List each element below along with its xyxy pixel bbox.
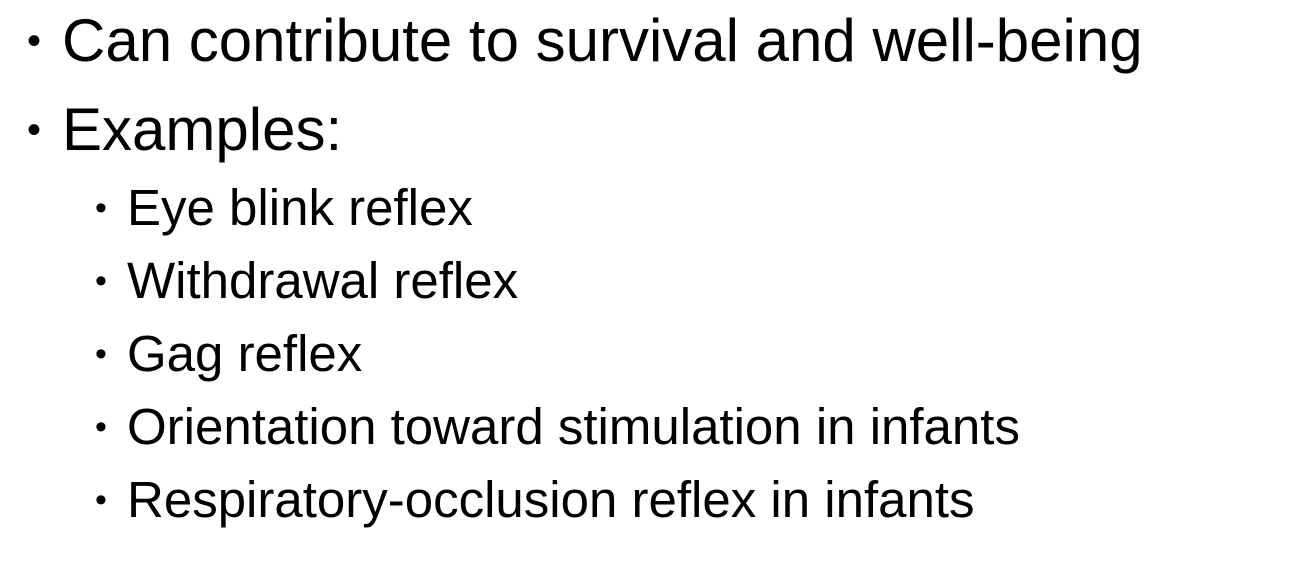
sub-bullet-dot: • bbox=[95, 262, 107, 300]
sub-bullet-text: Gag reflex bbox=[127, 325, 363, 382]
bullet-text: Can contribute to survival and well-bein… bbox=[62, 7, 1143, 74]
bullet-text: Examples: bbox=[62, 96, 343, 163]
sub-bullet-text: Respiratory-occlusion reflex in infants bbox=[127, 471, 975, 528]
sub-bullet-dot: • bbox=[95, 189, 107, 227]
bullet-dot: • bbox=[27, 19, 42, 63]
sub-bullet-dot: • bbox=[95, 481, 107, 519]
sub-bullet-text: Orientation toward stimulation in infant… bbox=[127, 398, 1020, 455]
sub-bullet-text: Withdrawal reflex bbox=[127, 252, 519, 309]
bullet-dot: • bbox=[27, 108, 42, 152]
sub-bullet-dot: • bbox=[95, 335, 107, 373]
sub-bullet-text: Eye blink reflex bbox=[127, 179, 473, 236]
sub-bullet-dot: • bbox=[95, 408, 107, 446]
